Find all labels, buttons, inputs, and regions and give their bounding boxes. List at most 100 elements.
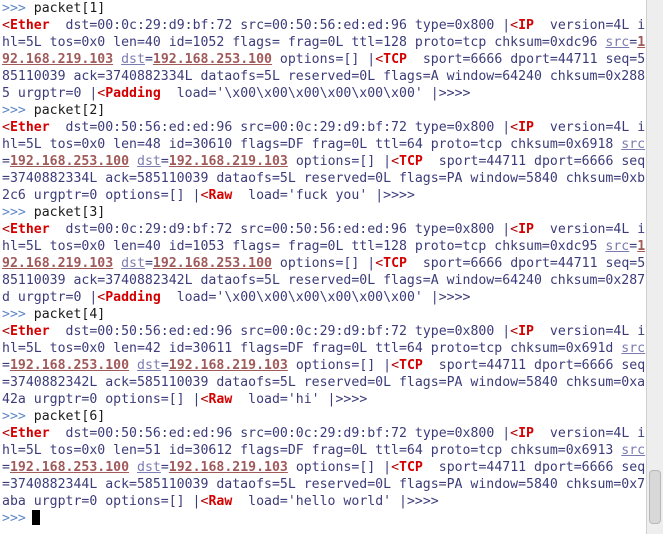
vertical-scrollbar[interactable] — [646, 0, 663, 534]
field-text: load='\x00\x00\x00\x00\x00\x00' |>>>> — [160, 290, 471, 305]
layer-name: IP — [518, 120, 534, 135]
console-line: d urgptr=0 |<Padding load='\x00\x00\x00\… — [2, 289, 647, 306]
prompt-text: >>> — [2, 1, 34, 16]
field-text: load='hello world' |>>>> — [232, 494, 439, 509]
field-text: =3740882334L ack=585110039 dataofs=5L re… — [2, 171, 646, 186]
field-text — [129, 154, 137, 169]
command-text: packet[1] — [33, 1, 106, 16]
field-text: =3740882342L ack=585110039 dataofs=5L re… — [2, 375, 646, 390]
field-text: hl=5L tos=0x0 len=40 id=1052 flags= frag… — [2, 35, 606, 50]
layer-name: IP — [518, 222, 534, 237]
field-text: aba urgptr=0 options=[] | — [2, 494, 201, 509]
scrollbar-thumb[interactable] — [649, 470, 661, 524]
command-text: packet[6] — [33, 409, 106, 424]
console-line: hl=5L tos=0x0 len=48 id=30610 flags=DF f… — [2, 136, 647, 153]
field-text: hl=5L tos=0x0 len=42 id=30611 flags=DF f… — [2, 341, 622, 356]
field-text: = — [2, 154, 10, 169]
angle-bracket: < — [97, 86, 106, 101]
ip-address: 192.168.219.103 — [168, 460, 288, 475]
field-text: = — [160, 154, 169, 169]
python-console-output[interactable]: >>> packet[1]<Ether dst=00:0c:29:d9:bf:7… — [2, 0, 647, 534]
console-line: hl=5L tos=0x0 len=40 id=1052 flags= frag… — [2, 34, 647, 51]
command-text: packet[4] — [33, 307, 106, 322]
console-line: =192.168.253.100 dst=192.168.219.103 opt… — [2, 357, 647, 374]
field-text: sport=44711 dport=6666 seq — [422, 358, 646, 373]
field-text: dst=00:50:56:ed:ed:96 src=00:0c:29:d9:bf… — [49, 120, 511, 135]
field-text — [129, 460, 137, 475]
console-line: >>> packet[6] — [2, 408, 647, 425]
field-text: sport=6666 dport=44711 seq=5 — [406, 256, 646, 271]
field-text: 5 urgptr=0 | — [2, 86, 98, 101]
field-text: options=[] | — [287, 460, 392, 475]
field-text: version=4L i — [534, 324, 646, 339]
ip-address: 192.168.253.100 — [152, 52, 272, 67]
angle-bracket: < — [200, 392, 209, 407]
ip-address: 92.168.219.103 — [2, 256, 114, 271]
console-line: <Ether dst=00:50:56:ed:ed:96 src=00:0c:2… — [2, 119, 647, 136]
ip-field-label: dst — [137, 358, 161, 373]
layer-name: Ether — [9, 120, 50, 135]
angle-bracket: < — [375, 52, 384, 67]
field-text: options=[] | — [271, 256, 376, 271]
field-text: version=4L i — [534, 426, 646, 441]
field-text: = — [160, 358, 169, 373]
layer-name: TCP — [399, 154, 423, 169]
field-text: = — [629, 35, 638, 50]
angle-bracket: < — [97, 290, 106, 305]
prompt-text: >>> — [2, 511, 26, 526]
field-text: = — [2, 358, 10, 373]
layer-name: IP — [518, 426, 534, 441]
layer-name: TCP — [383, 52, 407, 67]
ip-address: 1 — [637, 239, 646, 254]
field-text: options=[] | — [287, 154, 392, 169]
angle-bracket: < — [510, 222, 519, 237]
field-text: dst=00:0c:29:d9:bf:72 src=00:50:56:ed:ed… — [49, 222, 511, 237]
ip-address: 1 — [637, 35, 646, 50]
ip-field-label: dst — [121, 256, 145, 271]
field-text: options=[] | — [271, 52, 376, 67]
field-text: sport=44711 dport=6666 seq — [422, 460, 646, 475]
console-line: =192.168.253.100 dst=192.168.219.103 opt… — [2, 459, 647, 476]
ip-field-label: dst — [137, 460, 161, 475]
console-line: 2c6 urgptr=0 options=[] |<Raw load='fuck… — [2, 187, 647, 204]
layer-name: TCP — [399, 358, 423, 373]
layer-name: Raw — [208, 494, 233, 509]
layer-name: TCP — [383, 256, 407, 271]
ip-field-label: src — [621, 341, 646, 356]
layer-name: Ether — [9, 18, 50, 33]
console-line: >>> packet[4] — [2, 306, 647, 323]
field-text: dst=00:50:56:ed:ed:96 src=00:0c:29:d9:bf… — [49, 426, 511, 441]
console-line: <Ether dst=00:50:56:ed:ed:96 src=00:0c:2… — [2, 323, 647, 340]
prompt-text: >>> — [2, 205, 34, 220]
ip-address: 192.168.253.100 — [9, 358, 130, 373]
angle-bracket: < — [391, 460, 400, 475]
field-text: sport=44711 dport=6666 seq — [422, 154, 646, 169]
console-line: hl=5L tos=0x0 len=40 id=1053 flags= frag… — [2, 238, 647, 255]
console-line: >>> packet[2] — [2, 102, 647, 119]
console-line: 92.168.219.103 dst=192.168.253.100 optio… — [2, 255, 647, 272]
ip-field-label: src — [605, 239, 630, 254]
angle-bracket: < — [375, 256, 384, 271]
angle-bracket: < — [391, 154, 400, 169]
console-line: >>> packet[3] — [2, 204, 647, 221]
console-line: <Ether dst=00:50:56:ed:ed:96 src=00:0c:2… — [2, 425, 647, 442]
text-cursor — [31, 510, 40, 525]
active-prompt-line[interactable]: >>> — [2, 510, 647, 527]
field-text: =3740882344L ack=585110039 dataofs=5L re… — [2, 477, 646, 492]
field-text: = — [144, 256, 153, 271]
ip-address: 192.168.253.100 — [152, 256, 272, 271]
angle-bracket: < — [510, 324, 519, 339]
field-text: = — [160, 460, 169, 475]
field-text: 2c6 urgptr=0 options=[] | — [2, 188, 201, 203]
angle-bracket: < — [391, 358, 400, 373]
field-text: hl=5L tos=0x0 len=48 id=30610 flags=DF f… — [2, 137, 622, 152]
layer-name: Padding — [105, 290, 161, 305]
ip-field-label: src — [621, 137, 646, 152]
field-text: dst=00:50:56:ed:ed:96 src=00:0c:29:d9:bf… — [49, 324, 511, 339]
ip-address: 192.168.253.100 — [9, 154, 130, 169]
console-line: <Ether dst=00:0c:29:d9:bf:72 src=00:50:5… — [2, 17, 647, 34]
field-text: = — [144, 52, 153, 67]
angle-bracket: < — [2, 120, 10, 135]
field-text: = — [629, 239, 638, 254]
angle-bracket: < — [2, 426, 10, 441]
